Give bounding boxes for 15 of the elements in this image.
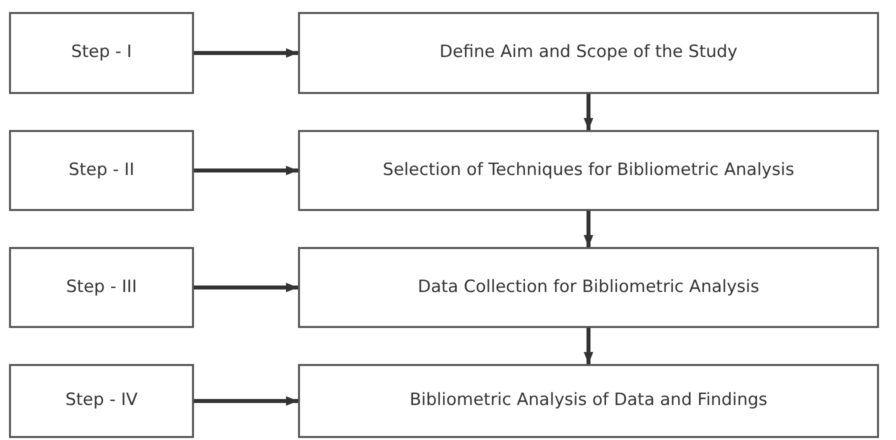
step-box: Step - III xyxy=(9,247,194,328)
process-box: Bibliometric Analysis of Data and Findings xyxy=(298,364,879,438)
arrow xyxy=(584,211,594,247)
step-box: Step - IV xyxy=(9,364,194,438)
arrow xyxy=(584,94,594,130)
process-box: Define Aim and Scope of the Study xyxy=(298,12,879,94)
arrow xyxy=(194,48,298,58)
arrow xyxy=(584,328,594,364)
process-box: Data Collection for Bibliometric Analysis xyxy=(298,247,879,328)
step-box: Step - II xyxy=(9,130,194,211)
step-box: Step - I xyxy=(9,12,194,94)
process-box: Selection of Techniques for Bibliometric Analysis xyxy=(298,130,879,211)
arrow xyxy=(194,282,298,292)
arrow xyxy=(194,396,298,406)
arrow xyxy=(194,166,298,176)
